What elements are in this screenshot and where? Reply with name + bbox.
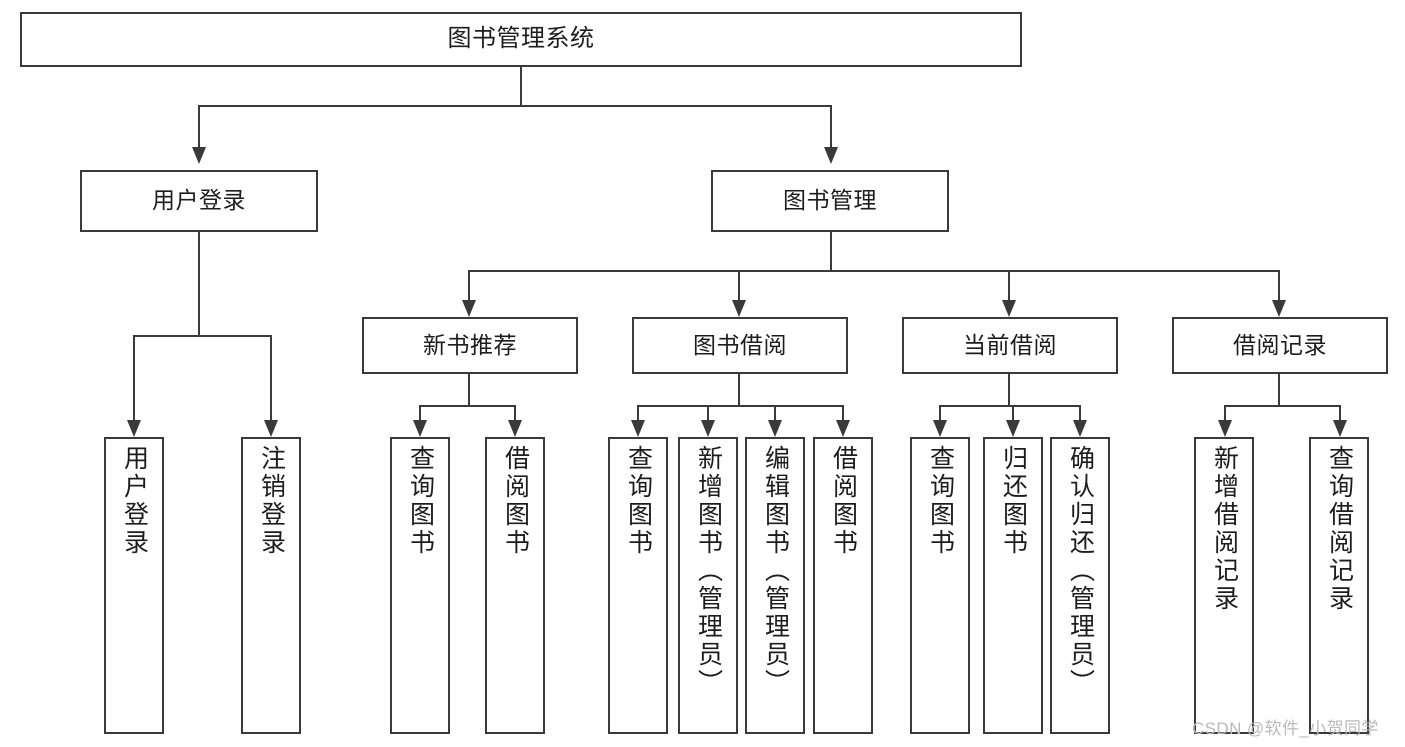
leaf-book-borrow-edit-book-admin[interactable]: 编辑图书（管理员） <box>745 437 805 734</box>
connector-bb-leaf-1 <box>637 405 639 420</box>
node-label: 图书管理 <box>783 187 877 214</box>
connector-root-to-user-login <box>198 105 200 147</box>
connector-br-leaf-1 <box>1224 405 1226 420</box>
connector-current-borrow-bus <box>939 405 1080 407</box>
node-label: 借阅图书 <box>501 445 530 557</box>
leaf-current-borrow-query-book[interactable]: 查询图书 <box>910 437 970 734</box>
leaf-new-book-borrow-book[interactable]: 借阅图书 <box>485 437 545 734</box>
leaf-book-borrow-borrow-book[interactable]: 借阅图书 <box>813 437 873 734</box>
node-label: 新增图书（管理员） <box>694 445 723 697</box>
arrowhead-cb-leaf-2 <box>1006 420 1020 437</box>
node-label: 归还图书 <box>999 445 1028 557</box>
leaf-borrow-record-add-record[interactable]: 新增借阅记录 <box>1194 437 1254 734</box>
connector-user-login-to-leaf-2 <box>270 335 272 420</box>
node-label: 借阅图书 <box>829 445 858 557</box>
arrowhead-root-to-book-management <box>824 147 838 164</box>
node-book-management[interactable]: 图书管理 <box>711 170 949 232</box>
node-label: 借阅记录 <box>1233 331 1327 358</box>
arrowhead-bb-leaf-2 <box>701 420 715 437</box>
connector-borrow-record-bus <box>1224 405 1340 407</box>
node-label: 查询借阅记录 <box>1325 445 1354 613</box>
csdn-watermark: CSDN @软件_小贺同学 <box>1192 719 1379 738</box>
node-label: 图书管理系统 <box>447 25 595 53</box>
arrowhead-br-leaf-2 <box>1333 420 1347 437</box>
connector-to-current-borrow <box>1008 270 1010 300</box>
connector-to-new-book-recommend <box>468 270 470 300</box>
node-label: 当前借阅 <box>963 331 1057 358</box>
arrowhead-bb-leaf-1 <box>631 420 645 437</box>
connector-br-leaf-2 <box>1339 405 1341 420</box>
connector-to-borrow-record <box>1278 270 1280 300</box>
connector-borrow-record-stem <box>1278 374 1280 405</box>
connector-book-borrow-stem <box>738 374 740 405</box>
leaf-new-book-query-book[interactable]: 查询图书 <box>390 437 450 734</box>
leaf-user-login-login[interactable]: 用户登录 <box>104 437 164 734</box>
connector-book-management-bus <box>468 270 1280 272</box>
node-label: 用户登录 <box>120 445 149 557</box>
connector-nbr-leaf-2 <box>514 405 516 420</box>
leaf-borrow-record-query-record[interactable]: 查询借阅记录 <box>1309 437 1369 734</box>
connector-user-login-bus <box>133 335 271 337</box>
connector-cb-leaf-1 <box>939 405 941 420</box>
arrowhead-user-login-leaf-2 <box>264 420 278 437</box>
connector-bb-leaf-4 <box>842 405 844 420</box>
node-label: 查询图书 <box>926 445 955 557</box>
node-label: 查询图书 <box>624 445 653 557</box>
node-label: 图书借阅 <box>693 331 787 358</box>
connector-book-borrow-bus <box>637 405 843 407</box>
connector-book-management-stem <box>830 232 832 270</box>
node-user-login[interactable]: 用户登录 <box>80 170 318 232</box>
leaf-current-borrow-return-book[interactable]: 归还图书 <box>983 437 1043 734</box>
node-new-book-recommend[interactable]: 新书推荐 <box>362 317 578 374</box>
connector-cb-leaf-3 <box>1079 405 1081 420</box>
connector-root-stem <box>520 67 522 105</box>
connector-current-borrow-stem <box>1008 374 1010 405</box>
leaf-user-login-logout[interactable]: 注销登录 <box>241 437 301 734</box>
leaf-book-borrow-add-book-admin[interactable]: 新增图书（管理员） <box>678 437 738 734</box>
arrowhead-new-book-recommend <box>462 300 476 317</box>
node-label: 用户登录 <box>152 187 246 214</box>
connector-to-book-borrow <box>738 270 740 300</box>
arrowhead-borrow-record <box>1272 300 1286 317</box>
connector-root-to-book-management <box>830 105 832 147</box>
leaf-book-borrow-query-book[interactable]: 查询图书 <box>608 437 668 734</box>
connector-cb-leaf-2 <box>1012 405 1014 420</box>
arrowhead-bb-leaf-3 <box>768 420 782 437</box>
node-label: 确认归还（管理员） <box>1066 445 1095 697</box>
arrowhead-nbr-leaf-2 <box>508 420 522 437</box>
node-borrow-record[interactable]: 借阅记录 <box>1172 317 1388 374</box>
connector-nbr-leaf-1 <box>419 405 421 420</box>
arrowhead-bb-leaf-4 <box>836 420 850 437</box>
arrowhead-cb-leaf-1 <box>933 420 947 437</box>
node-label: 新增借阅记录 <box>1210 445 1239 613</box>
node-root-book-management-system[interactable]: 图书管理系统 <box>20 12 1022 67</box>
connector-root-bus <box>198 105 832 107</box>
arrowhead-nbr-leaf-1 <box>413 420 427 437</box>
node-label: 编辑图书（管理员） <box>761 445 790 697</box>
connector-bb-leaf-2 <box>707 405 709 420</box>
node-current-borrow[interactable]: 当前借阅 <box>902 317 1118 374</box>
connector-user-login-to-leaf-1 <box>133 335 135 420</box>
node-label: 查询图书 <box>406 445 435 557</box>
connector-bb-leaf-3 <box>774 405 776 420</box>
node-label: 新书推荐 <box>423 331 517 358</box>
arrowhead-book-borrow <box>732 300 746 317</box>
arrowhead-br-leaf-1 <box>1218 420 1232 437</box>
node-book-borrow[interactable]: 图书借阅 <box>632 317 848 374</box>
arrowhead-user-login-leaf-1 <box>127 420 141 437</box>
connector-new-book-recommend-bus <box>419 405 516 407</box>
node-label: 注销登录 <box>257 445 286 557</box>
connector-new-book-recommend-stem <box>468 374 470 405</box>
arrowhead-current-borrow <box>1002 300 1016 317</box>
arrowhead-root-to-user-login <box>192 147 206 164</box>
connector-user-login-stem <box>198 232 200 335</box>
leaf-current-borrow-confirm-return-admin[interactable]: 确认归还（管理员） <box>1050 437 1110 734</box>
arrowhead-cb-leaf-3 <box>1073 420 1087 437</box>
